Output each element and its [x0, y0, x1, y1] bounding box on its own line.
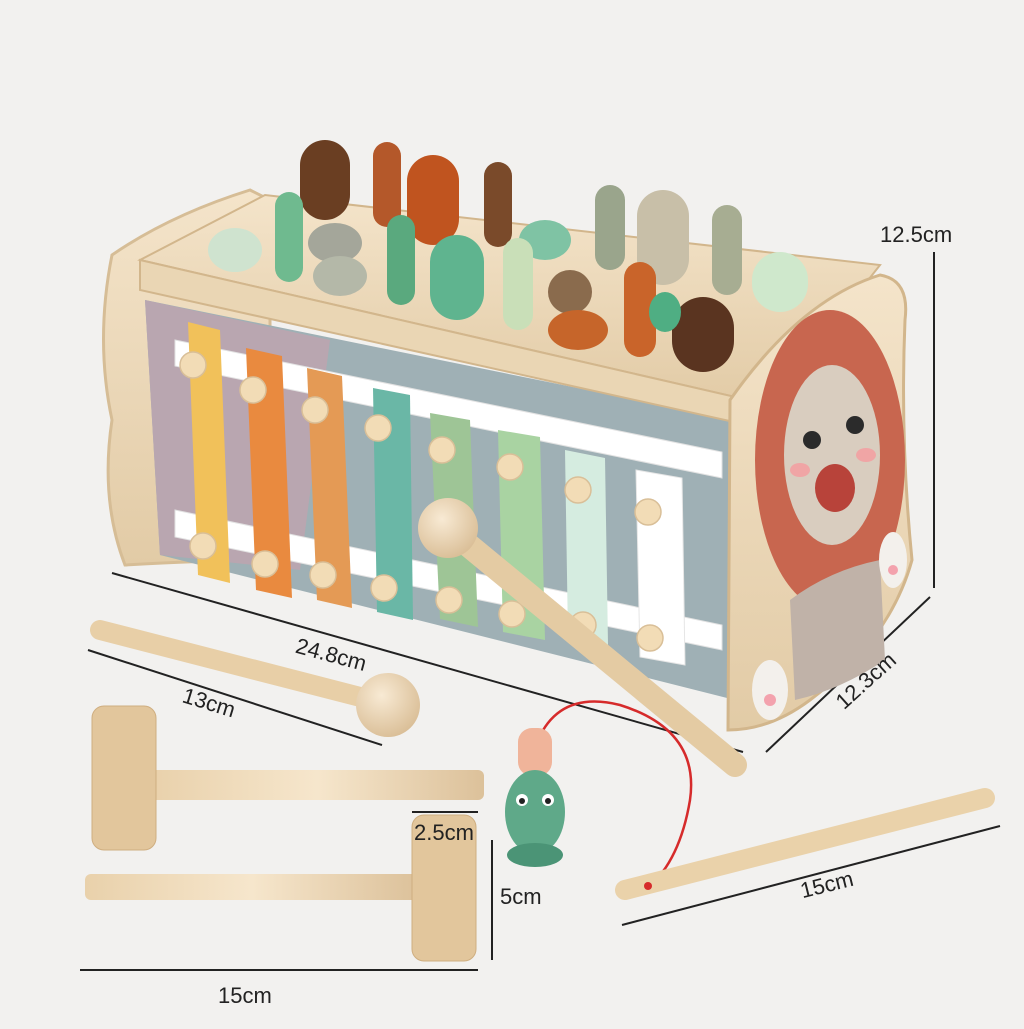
wooden-hammer-top: [91, 705, 484, 851]
fishing-rod: [615, 788, 995, 900]
hammer-length-label: 15cm: [218, 983, 272, 1008]
hammer-head-label: 2.5cm: [414, 820, 474, 845]
stick-mallet: [90, 620, 420, 737]
fish-height-label: 5cm: [500, 884, 542, 909]
wooden-hammer-bottom: [85, 814, 477, 962]
fishing-string: [536, 700, 693, 889]
lion-illustration: [752, 310, 907, 720]
whack-a-mole-pegs: [208, 140, 808, 372]
fish-toy: [505, 728, 565, 867]
xylophone-bars: [188, 322, 686, 666]
xylophone-pins: [179, 351, 664, 652]
height-label: 12.5cm: [880, 222, 953, 247]
wooden-mallet: [418, 498, 747, 777]
